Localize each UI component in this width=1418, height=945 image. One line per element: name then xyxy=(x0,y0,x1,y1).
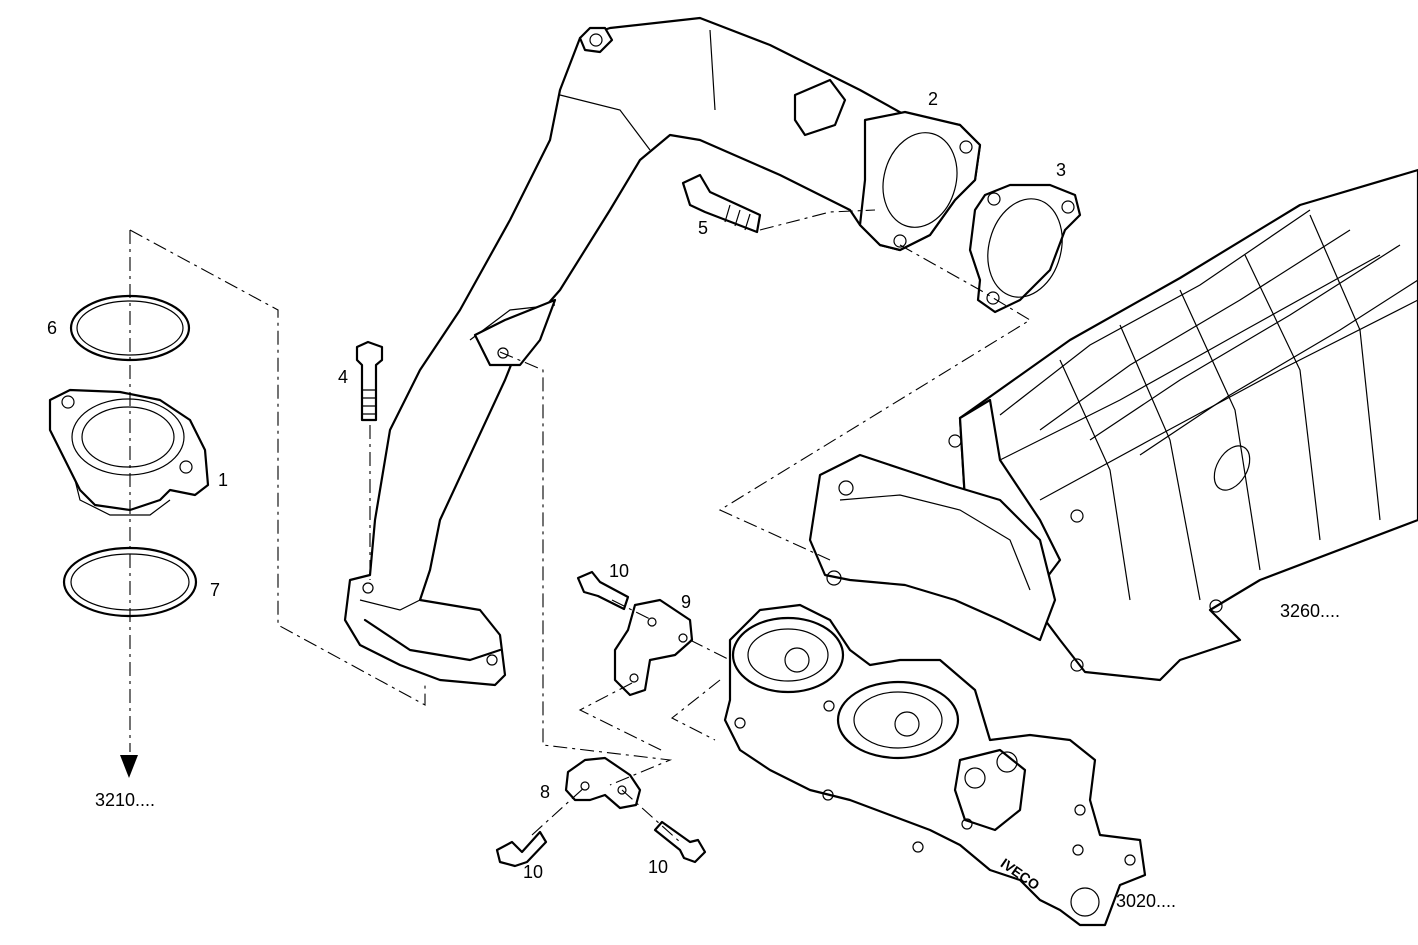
arrow-down-icon xyxy=(120,755,138,778)
callout-8: 8 xyxy=(540,782,550,802)
reference-3020: 3020.... xyxy=(1116,891,1176,911)
bolt-part-10-lower-right xyxy=(653,820,707,864)
callout-5: 5 xyxy=(698,218,708,238)
callout-10-lower-right: 10 xyxy=(648,857,668,877)
gasket-part-3 xyxy=(968,183,1082,314)
bolt-part-10-lower-left xyxy=(495,830,548,868)
bracket-part-8 xyxy=(564,756,642,810)
cylinder-head-section: IVECO xyxy=(723,603,1147,927)
bracket-part-9 xyxy=(613,598,694,697)
bolt-part-5 xyxy=(681,173,762,234)
pipe-part-2 xyxy=(343,16,982,687)
callout-10-upper: 10 xyxy=(609,561,629,581)
intake-manifold xyxy=(808,168,1418,682)
callout-6: 6 xyxy=(47,318,57,338)
callout-9: 9 xyxy=(681,592,691,612)
bolt-part-4 xyxy=(355,340,384,422)
reference-3210: 3210.... xyxy=(95,790,155,810)
flange-part-1 xyxy=(48,388,210,516)
callout-2: 2 xyxy=(928,89,938,109)
reference-3260: 3260.... xyxy=(1280,601,1340,621)
callout-10-lower-left: 10 xyxy=(523,862,543,882)
callout-3: 3 xyxy=(1056,160,1066,180)
manifold-logo-emblem xyxy=(1213,445,1251,491)
callout-4: 4 xyxy=(338,367,348,387)
callout-1: 1 xyxy=(218,470,228,490)
assembly-lines xyxy=(129,209,1032,843)
callout-7: 7 xyxy=(210,580,220,600)
bolt-part-10-upper xyxy=(576,570,630,611)
